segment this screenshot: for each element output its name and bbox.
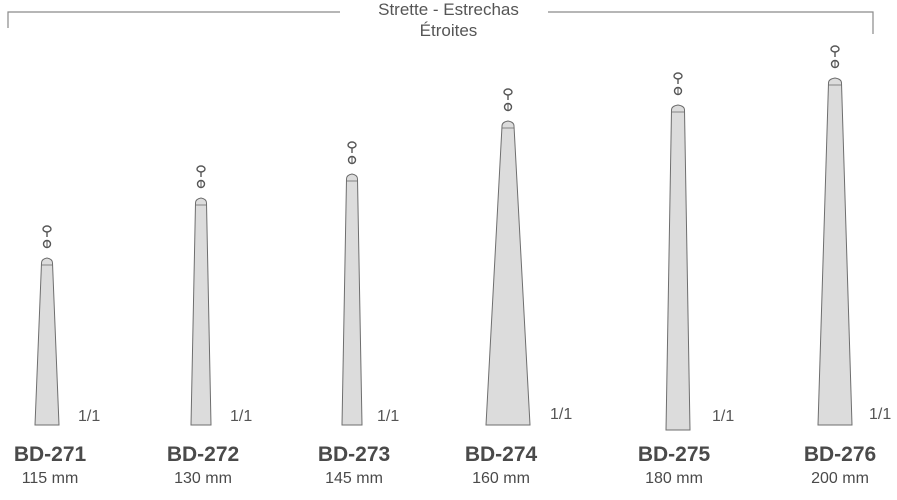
instrument-handle: [485, 88, 531, 426]
instrument-handle: [341, 141, 363, 426]
scale-label: 1/1: [230, 408, 253, 425]
bracket-right: [548, 11, 874, 34]
scale-label: 1/1: [78, 408, 101, 425]
scale-label: 1/1: [712, 408, 735, 425]
tip-icon: [503, 88, 513, 112]
tip-icon: [196, 165, 206, 189]
instrument-code: BD-276: [803, 443, 877, 466]
instrument-handle: [817, 45, 853, 426]
tip-icon: [673, 72, 683, 96]
instrument-length: 180 mm: [645, 470, 703, 487]
instrument-length: 200 mm: [811, 470, 869, 487]
instrument-length: 160 mm: [472, 470, 530, 487]
instrument-length: 145 mm: [325, 470, 383, 487]
instrument-code: BD-272: [166, 443, 240, 466]
instrument-code: BD-273: [317, 443, 391, 466]
instrument-handle: [665, 72, 691, 431]
instrument-code: BD-274: [464, 443, 538, 466]
scale-label: 1/1: [869, 406, 892, 423]
tip-icon: [42, 225, 52, 249]
bracket-left: [7, 11, 340, 28]
instrument-length: 115 mm: [21, 470, 79, 487]
scale-label: 1/1: [550, 406, 573, 423]
tip-icon: [347, 141, 357, 165]
section-title: Strette - Estrechas: [378, 0, 519, 19]
tip-icon: [830, 45, 840, 69]
section-subtitle: Étroites: [419, 21, 478, 40]
instrument-length: 130 mm: [174, 470, 232, 487]
instrument-handle: [34, 225, 60, 426]
instrument-handle: [190, 165, 212, 426]
scale-label: 1/1: [377, 408, 400, 425]
instrument-code: BD-275: [637, 443, 711, 466]
instrument-code: BD-271: [13, 443, 87, 466]
